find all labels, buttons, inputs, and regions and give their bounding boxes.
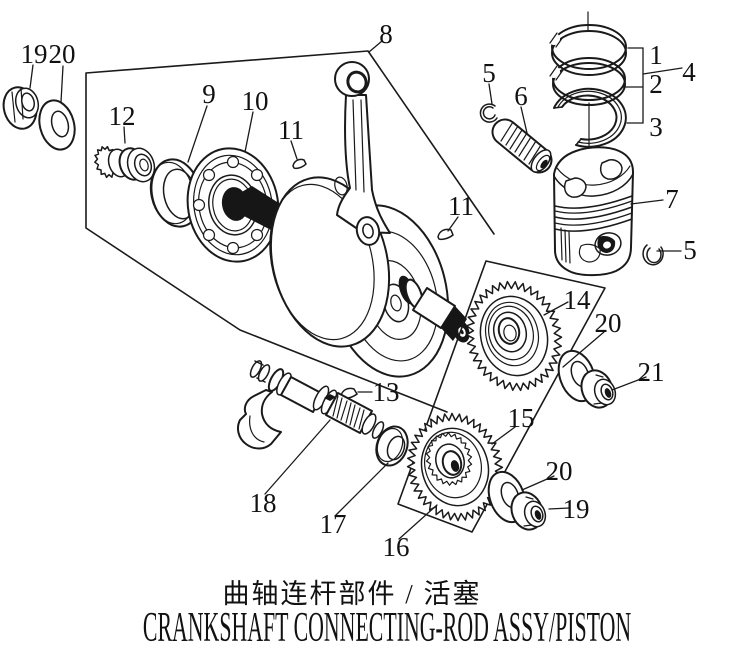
nut-19-topleft xyxy=(2,86,40,130)
ring-bracket xyxy=(622,47,683,124)
woodruff-key-11-left xyxy=(292,158,307,170)
nut-19-lower xyxy=(510,491,547,531)
connecting-rod-8 xyxy=(334,61,391,246)
gear-outline-parallelogram xyxy=(397,260,606,533)
caption-chinese: 曲轴连杆部件 / 活塞 xyxy=(222,579,482,609)
callout-10: 10 xyxy=(242,86,269,116)
callout-5-right: 5 xyxy=(683,235,697,265)
callout-17: 17 xyxy=(320,509,347,539)
callout-11-right: 11 xyxy=(448,191,474,221)
callout-5-top: 5 xyxy=(482,58,496,88)
caption-english: CRANKSHAFT CONNECTING-ROD ASSY/PISTON xyxy=(142,605,632,651)
callout-3: 3 xyxy=(649,112,663,142)
callout-11-left: 11 xyxy=(278,115,304,145)
nut-21 xyxy=(580,369,617,409)
woodruff-key-11-right xyxy=(437,228,454,241)
callout-13: 13 xyxy=(373,377,400,407)
callout-18: 18 xyxy=(250,488,277,518)
callout-21: 21 xyxy=(638,357,665,387)
washer-20-topleft xyxy=(38,99,76,151)
callout-16: 16 xyxy=(383,532,410,562)
piston-ring-1 xyxy=(548,24,627,76)
bushing-17 xyxy=(375,425,409,467)
gear-15-16 xyxy=(406,412,504,522)
callout-20-upper: 20 xyxy=(595,308,622,338)
callout-9: 9 xyxy=(202,79,216,109)
circlip-5-right xyxy=(642,244,664,266)
leader-lines xyxy=(29,40,682,540)
callout-14: 14 xyxy=(564,285,592,315)
crankshaft-outline-polygon xyxy=(85,50,495,413)
callout-7: 7 xyxy=(665,184,679,214)
piston-centerline xyxy=(587,11,590,148)
callout-19-topleft: 19 xyxy=(21,39,48,69)
callout-12: 12 xyxy=(109,101,136,131)
circlip-5-top xyxy=(479,103,498,123)
piston-7 xyxy=(553,146,634,277)
callout-6: 6 xyxy=(514,81,528,111)
piston-ring-2 xyxy=(548,57,626,106)
callout-4: 4 xyxy=(682,57,696,87)
balancer-shaft-18 xyxy=(237,360,385,450)
callout-8: 8 xyxy=(379,19,393,49)
piston-pin-6 xyxy=(491,118,553,174)
piston-oil-ring-3 xyxy=(553,87,627,148)
callout-20-lower: 20 xyxy=(546,456,573,486)
callout-1: 1 xyxy=(649,40,663,70)
callout-19-lower: 19 xyxy=(563,494,590,524)
callout-20-topleft: 20 xyxy=(49,39,76,69)
gear-14 xyxy=(465,280,563,392)
callout-15: 15 xyxy=(508,403,535,433)
callout-2: 2 xyxy=(649,69,663,99)
pump-drive-gear-12 xyxy=(94,145,156,183)
callout-labels: 19 20 12 9 10 11 8 5 6 1 2 3 4 7 5 11 14… xyxy=(21,19,697,562)
